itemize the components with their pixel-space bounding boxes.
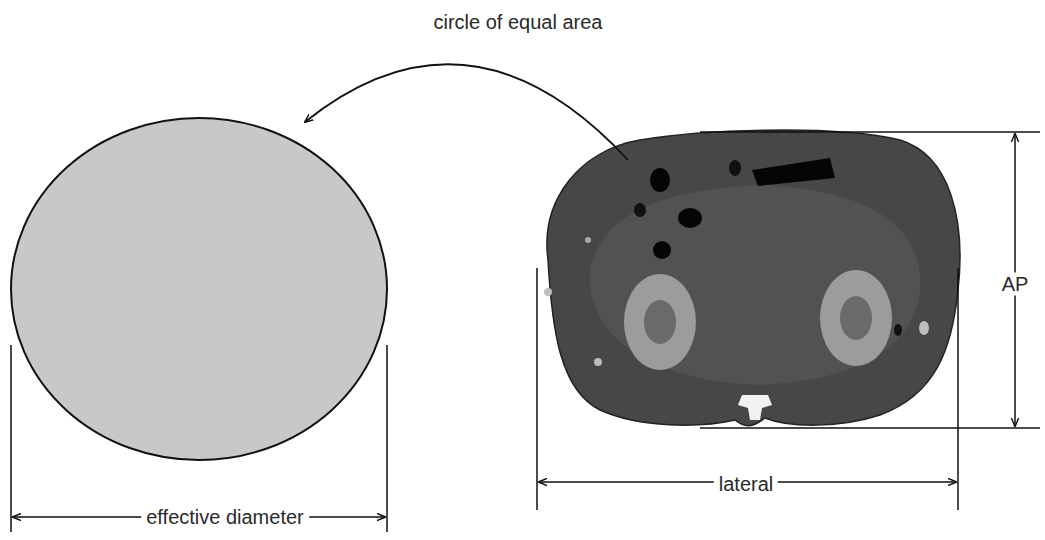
- dimension-label: AP: [997, 273, 1034, 296]
- dimension-label: circle of equal area: [429, 11, 608, 34]
- label-holder: AP: [997, 273, 1034, 296]
- ap-dimension: [700, 132, 1040, 428]
- equal-area-circle: [11, 118, 387, 460]
- label-holder: circle of equal area: [429, 11, 608, 34]
- dimension-label: lateral: [714, 473, 778, 496]
- label-holder: lateral: [714, 473, 778, 496]
- ct-slice: [544, 130, 960, 426]
- dimension-label: effective diameter: [141, 506, 309, 529]
- effective-diameter-dimension: [11, 345, 387, 532]
- curved-arrow: [305, 64, 628, 160]
- label-holder: effective diameter: [141, 506, 309, 529]
- lateral-dimension: [537, 268, 958, 510]
